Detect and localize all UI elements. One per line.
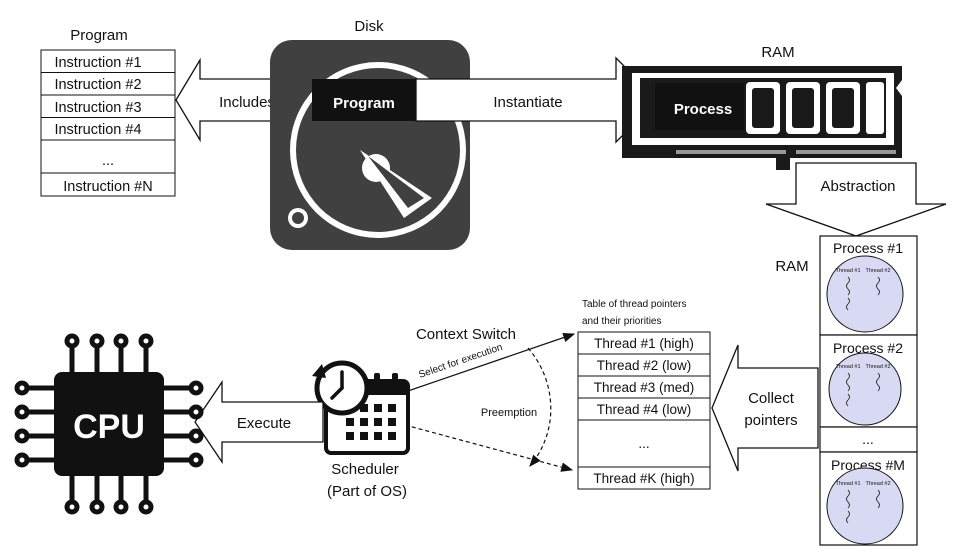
- ram-top-title: RAM: [761, 44, 794, 61]
- context-switch-label: Context Switch: [416, 326, 516, 343]
- select-arrow: [404, 332, 576, 393]
- process-circle-icon: Thread #1 Thread #2: [826, 467, 904, 545]
- scheduler-label-line2: (Part of OS): [327, 483, 407, 500]
- cpu-chip-icon: [14, 333, 204, 515]
- svg-text:Thread #2: Thread #2: [865, 481, 890, 487]
- clock-icon: [312, 360, 370, 416]
- ram-module-icon: [622, 66, 902, 170]
- includes-label: Includes: [219, 94, 275, 111]
- disk-title: Disk: [354, 18, 384, 35]
- select-for-execution-label: Select for execution: [417, 342, 504, 381]
- thread-table-caption-line2: and their priorities: [582, 316, 661, 327]
- program-instruction-list: [40, 49, 176, 197]
- ram-processes-title: RAM: [775, 258, 808, 275]
- svg-text:Thread #1: Thread #1: [835, 481, 860, 487]
- instruction-item: Instruction #3: [54, 100, 141, 116]
- instruction-item: Instruction #2: [54, 77, 141, 93]
- thread-row: ...: [638, 436, 649, 451]
- collect-pointers-arrow: [711, 344, 819, 472]
- thread-row: Thread #4 (low): [597, 402, 692, 417]
- instruction-item: Instruction #N: [63, 179, 152, 195]
- thread-pointer-table: [577, 331, 711, 490]
- scheduler-label-line1: Scheduler: [331, 461, 399, 478]
- process-item: ...: [862, 431, 874, 447]
- dispatch-dashed-arrow: [404, 424, 574, 472]
- ram-process-label: Process: [674, 101, 732, 118]
- cpu-label: CPU: [73, 408, 145, 446]
- collect-label-line1: Collect: [748, 390, 795, 407]
- execute-label: Execute: [237, 415, 291, 432]
- execute-arrow: [194, 379, 324, 465]
- thread-row: Thread #1 (high): [594, 336, 694, 351]
- thread-row: Thread #K (high): [593, 471, 694, 486]
- process-item: Process #2: [833, 340, 903, 356]
- instruction-item: Instruction #1: [54, 55, 141, 71]
- instruction-item: Instruction #4: [54, 122, 141, 138]
- preemption-label: Preemption: [481, 407, 537, 419]
- process-circle-icon: Thread #1 Thread #2: [826, 255, 904, 333]
- process-item: Process #M: [831, 457, 905, 473]
- thread-table-caption-line1: Table of thread pointers: [582, 299, 687, 310]
- abstraction-arrow: [765, 162, 947, 237]
- disk-program-label: Program: [333, 95, 395, 112]
- program-title: Program: [70, 27, 128, 44]
- svg-text:Thread #2: Thread #2: [865, 364, 890, 370]
- process-circle-icon: Thread #1 Thread #2: [828, 352, 902, 426]
- thread-row: Thread #3 (med): [594, 380, 695, 395]
- collect-label-line2: pointers: [744, 412, 797, 429]
- svg-text:Thread #2: Thread #2: [865, 268, 890, 274]
- svg-text:Thread #1: Thread #1: [835, 268, 860, 274]
- svg-text:Thread #1: Thread #1: [835, 364, 860, 370]
- thread-row: Thread #2 (low): [597, 358, 692, 373]
- instruction-item: ...: [102, 153, 114, 169]
- abstraction-label: Abstraction: [820, 178, 895, 195]
- instantiate-label: Instantiate: [493, 94, 562, 111]
- process-item: Process #1: [833, 240, 903, 256]
- preemption-arrow: [527, 347, 552, 467]
- disk-icon: [270, 40, 470, 250]
